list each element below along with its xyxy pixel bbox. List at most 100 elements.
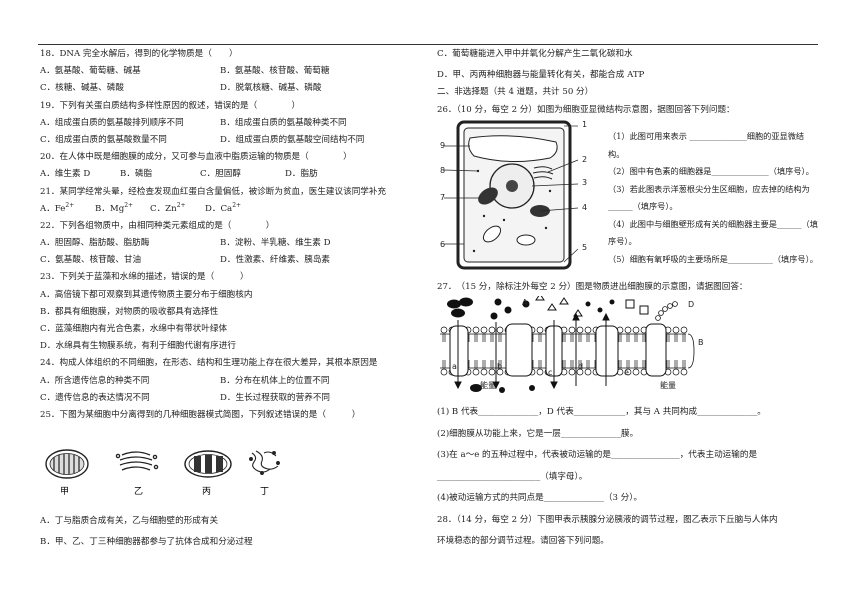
ion-options-row: A．Fe2+B．Mg2+C．Zn2+D．Ca2+ <box>40 201 425 218</box>
question-line: C．蓝藻细胞内有光合色素，水绵中有带状叶绿体 <box>40 324 228 334</box>
cell-number: 6 <box>440 240 446 249</box>
option: C．遗传信息的表达情况不同 <box>40 392 150 403</box>
membrane-label-d-lower: d <box>578 362 584 371</box>
option-b: B．甲、乙、丁三种细胞器都参与了抗体合成和分泌过程 <box>40 537 253 548</box>
options-row: A．组成蛋白质的氨基酸排列顺序不同 B．组成蛋白质的氨基酸种类不同 <box>40 115 425 132</box>
golgi-icon <box>115 451 159 471</box>
option: A．组成蛋白质的氨基酸排列顺序不同 <box>40 117 184 128</box>
question-26-items: （1）此图可用来表示 ______________细胞的亚显微结构。 （2）图中… <box>608 128 818 268</box>
q27-item: (4)被动运输方式的共同点是______________（3 分）。 <box>437 493 643 503</box>
ion-charge: 2+ <box>176 201 186 209</box>
ion-symbol: C．Zn <box>150 203 177 214</box>
option: A．维生素 D <box>40 169 91 180</box>
membrane-label-a: A <box>522 298 528 307</box>
option: D．组成蛋白质的氨基酸空间结构不同 <box>220 134 365 145</box>
q26-item: （4）此图中与细胞壁形成有关的细胞器主要是______（填 <box>608 218 818 229</box>
question-line: 22．下列各组物质中，由相同种类元素组成的是（ ） <box>40 220 275 231</box>
question-26: 26．（10 分，每空 2 分）如图为细胞亚显微结构示意图，据图回答下列问题： <box>437 104 735 115</box>
cell-number: 1 <box>582 120 588 129</box>
ion-symbol: D．Ca <box>205 203 233 214</box>
q26-item: （2）图中有色素的细胞器是______________（填序号）。 <box>608 166 814 176</box>
question-line: 20．在人体中既是细胞膜的成分，又可参与血液中脂质运输的物质是（ ） <box>40 152 352 163</box>
chloroplast-icon <box>184 450 232 478</box>
option: C．胆固醇 <box>200 169 241 180</box>
membrane-label-b: B <box>698 338 704 347</box>
options-row: A．维生素 D B．磷脂 C．胆固醇 D．脂肪 <box>40 166 425 183</box>
membrane-label-e-lower: e <box>624 368 629 377</box>
option: C．组成蛋白质的氨基酸数量不同 <box>40 134 167 145</box>
organelle-label: 丁 <box>260 487 269 497</box>
ion-charge: 2+ <box>124 201 134 209</box>
question-27-items: (1) B 代表______________，D 代表____________，… <box>437 402 822 553</box>
membrane-label-energy: 能量 <box>480 381 496 390</box>
options-row: C．氨基酸、核苷酸、甘油 D．性激素、纤维素、胰岛素 <box>40 252 425 269</box>
question-28-stem: 环境稳态的部分调节过程。请回答下列问题。 <box>437 536 609 546</box>
ion-charge: 2+ <box>65 201 75 209</box>
option: C．核糖、碱基、磷酸 <box>40 83 124 94</box>
option: D．生长过程获取的营养不同 <box>220 392 331 403</box>
section-heading: 二、非选择题（共 4 道题，共计 50 分） <box>437 87 594 98</box>
question-27: 27． （15 分，除标注外每空 2 分）图是物质进出细胞膜的示意图，请据图回答… <box>437 279 822 296</box>
option: A．氨基酸、葡萄糖、碱基 <box>40 66 141 77</box>
q26-item: （5）细胞有氧呼吸的主要场所是___________（填序号）。 <box>608 253 818 264</box>
membrane-label-a-lower: a <box>452 362 457 371</box>
membrane-diagram <box>440 296 695 393</box>
endoplasmic-reticulum-icon <box>249 450 280 475</box>
options-row: A．所含遗传信息的种类不同 B．分布在机体上的位置不同 <box>40 373 425 390</box>
cell-number: 2 <box>582 155 588 164</box>
q26-item: （1）此图可用来表示 ______________细胞的亚显微结构。 <box>608 131 805 159</box>
organelle-label: 乙 <box>134 486 143 497</box>
ion-option: C．Zn2+ <box>150 201 186 218</box>
ion-option: A．Fe2+ <box>40 201 74 218</box>
question-27-stem: 27． （15 分，除标注外每空 2 分）图是物质进出细胞膜的示意图，请据图回答… <box>437 282 748 292</box>
option-c: C．葡萄糖能进入甲中并氧化分解产生二氧化碳和水 <box>437 49 633 59</box>
left-bottom-options: A．丁与脂质合成有关，乙与细胞壁的形成有关 B．甲、乙、丁三种细胞器都参与了抗体… <box>40 513 425 551</box>
membrane-label-d: D <box>688 300 695 309</box>
ion-charge: 2+ <box>232 201 242 209</box>
question-line: 18．DNA 完全水解后，得到的化学物质是（ ） <box>40 49 238 59</box>
option: B．氨基酸、核苷酸、葡萄糖 <box>220 66 330 77</box>
option: D．脱氧核糖、碱基、磷酸 <box>220 83 322 94</box>
cell-number: 9 <box>440 141 446 150</box>
organelle-label: 丙 <box>202 486 211 497</box>
ion-symbol: A．Fe <box>40 203 66 214</box>
option: C．氨基酸、核苷酸、甘油 <box>40 255 142 266</box>
cell-number: 8 <box>440 166 446 175</box>
options-row: C．遗传信息的表达情况不同 D．生长过程获取的营养不同 <box>40 390 425 407</box>
option: B．分布在机体上的位置不同 <box>220 375 330 386</box>
ion-option: B．Mg2+ <box>95 201 133 218</box>
question-line: B．都具有细胞膜，对物质的吸收都具有选择性 <box>40 306 219 317</box>
q27-item: (3)在 a～e 的五种过程中，代表被动运输的是________________… <box>437 450 758 460</box>
organelle-label: 甲 <box>60 486 69 497</box>
mitochondrion-icon <box>45 449 89 479</box>
options-row: C．核糖、碱基、磷酸 D．脱氧核糖、碱基、磷酸 <box>40 80 425 97</box>
question-line: 19．下列有关蛋白质结构多样性原因的叙述，错误的是（ ） <box>40 100 301 111</box>
question-28-stem: 28．（14 分，每空 2 分）下图甲表示胰腺分泌胰液的调节过程，图乙表示下丘脑… <box>437 514 778 525</box>
left-column: 18．DNA 完全水解后，得到的化学物质是（ ） A．氨基酸、葡萄糖、碱基 B．氨基… <box>40 46 425 424</box>
membrane-label-b-lower: b <box>497 362 503 371</box>
ion-option: D．Ca2+ <box>205 201 241 218</box>
cell-number: 4 <box>582 203 588 212</box>
question-line: 25．下图为某细胞中分离得到的几种细胞器模式简图，下列叙述错误的是（ ） <box>40 409 361 420</box>
q26-item: ______（填序号）。 <box>608 201 678 211</box>
question-line: 23．下列关于蓝藻和水绵的描述，错误的是（ ） <box>40 272 249 283</box>
q27-item: ________________________（填字母）。 <box>437 471 588 482</box>
option: B．组成蛋白质的氨基酸种类不同 <box>220 117 347 128</box>
q26-item: 序号）。 <box>608 236 637 246</box>
option: D．性激素、纤维素、胰岛素 <box>220 255 331 266</box>
option: D．脂肪 <box>285 169 318 180</box>
membrane-label-energy: 能量 <box>660 381 676 390</box>
question-line: D．水绵具有生物膜系统，有利于细胞代谢有序进行 <box>40 341 236 352</box>
question-line: 21．某同学经常头晕，经检查发现血红蛋白含量偏低，被诊断为贫血，医生建议该同学补… <box>40 186 387 197</box>
option: B．淀粉、半乳糖、维生素 D <box>220 238 331 249</box>
option-a: A．丁与脂质合成有关，乙与细胞壁的形成有关 <box>40 516 219 526</box>
option: A．所含遗传信息的种类不同 <box>40 375 150 386</box>
cell-number: 5 <box>582 243 588 252</box>
top-rule <box>38 44 818 45</box>
right-top: C．葡萄糖能进入甲中并氧化分解产生二氧化碳和水 D．甲、丙两种细胞器与能量转化有… <box>437 46 822 119</box>
q27-item: (1) B 代表______________，D 代表____________，… <box>437 407 766 417</box>
option: B．磷脂 <box>120 169 153 180</box>
question-line: A．高倍镜下都可观察到其遗传物质主要分布于细胞核内 <box>40 289 253 300</box>
options-row: C．组成蛋白质的氨基酸数量不同 D．组成蛋白质的氨基酸空间结构不同 <box>40 132 425 149</box>
